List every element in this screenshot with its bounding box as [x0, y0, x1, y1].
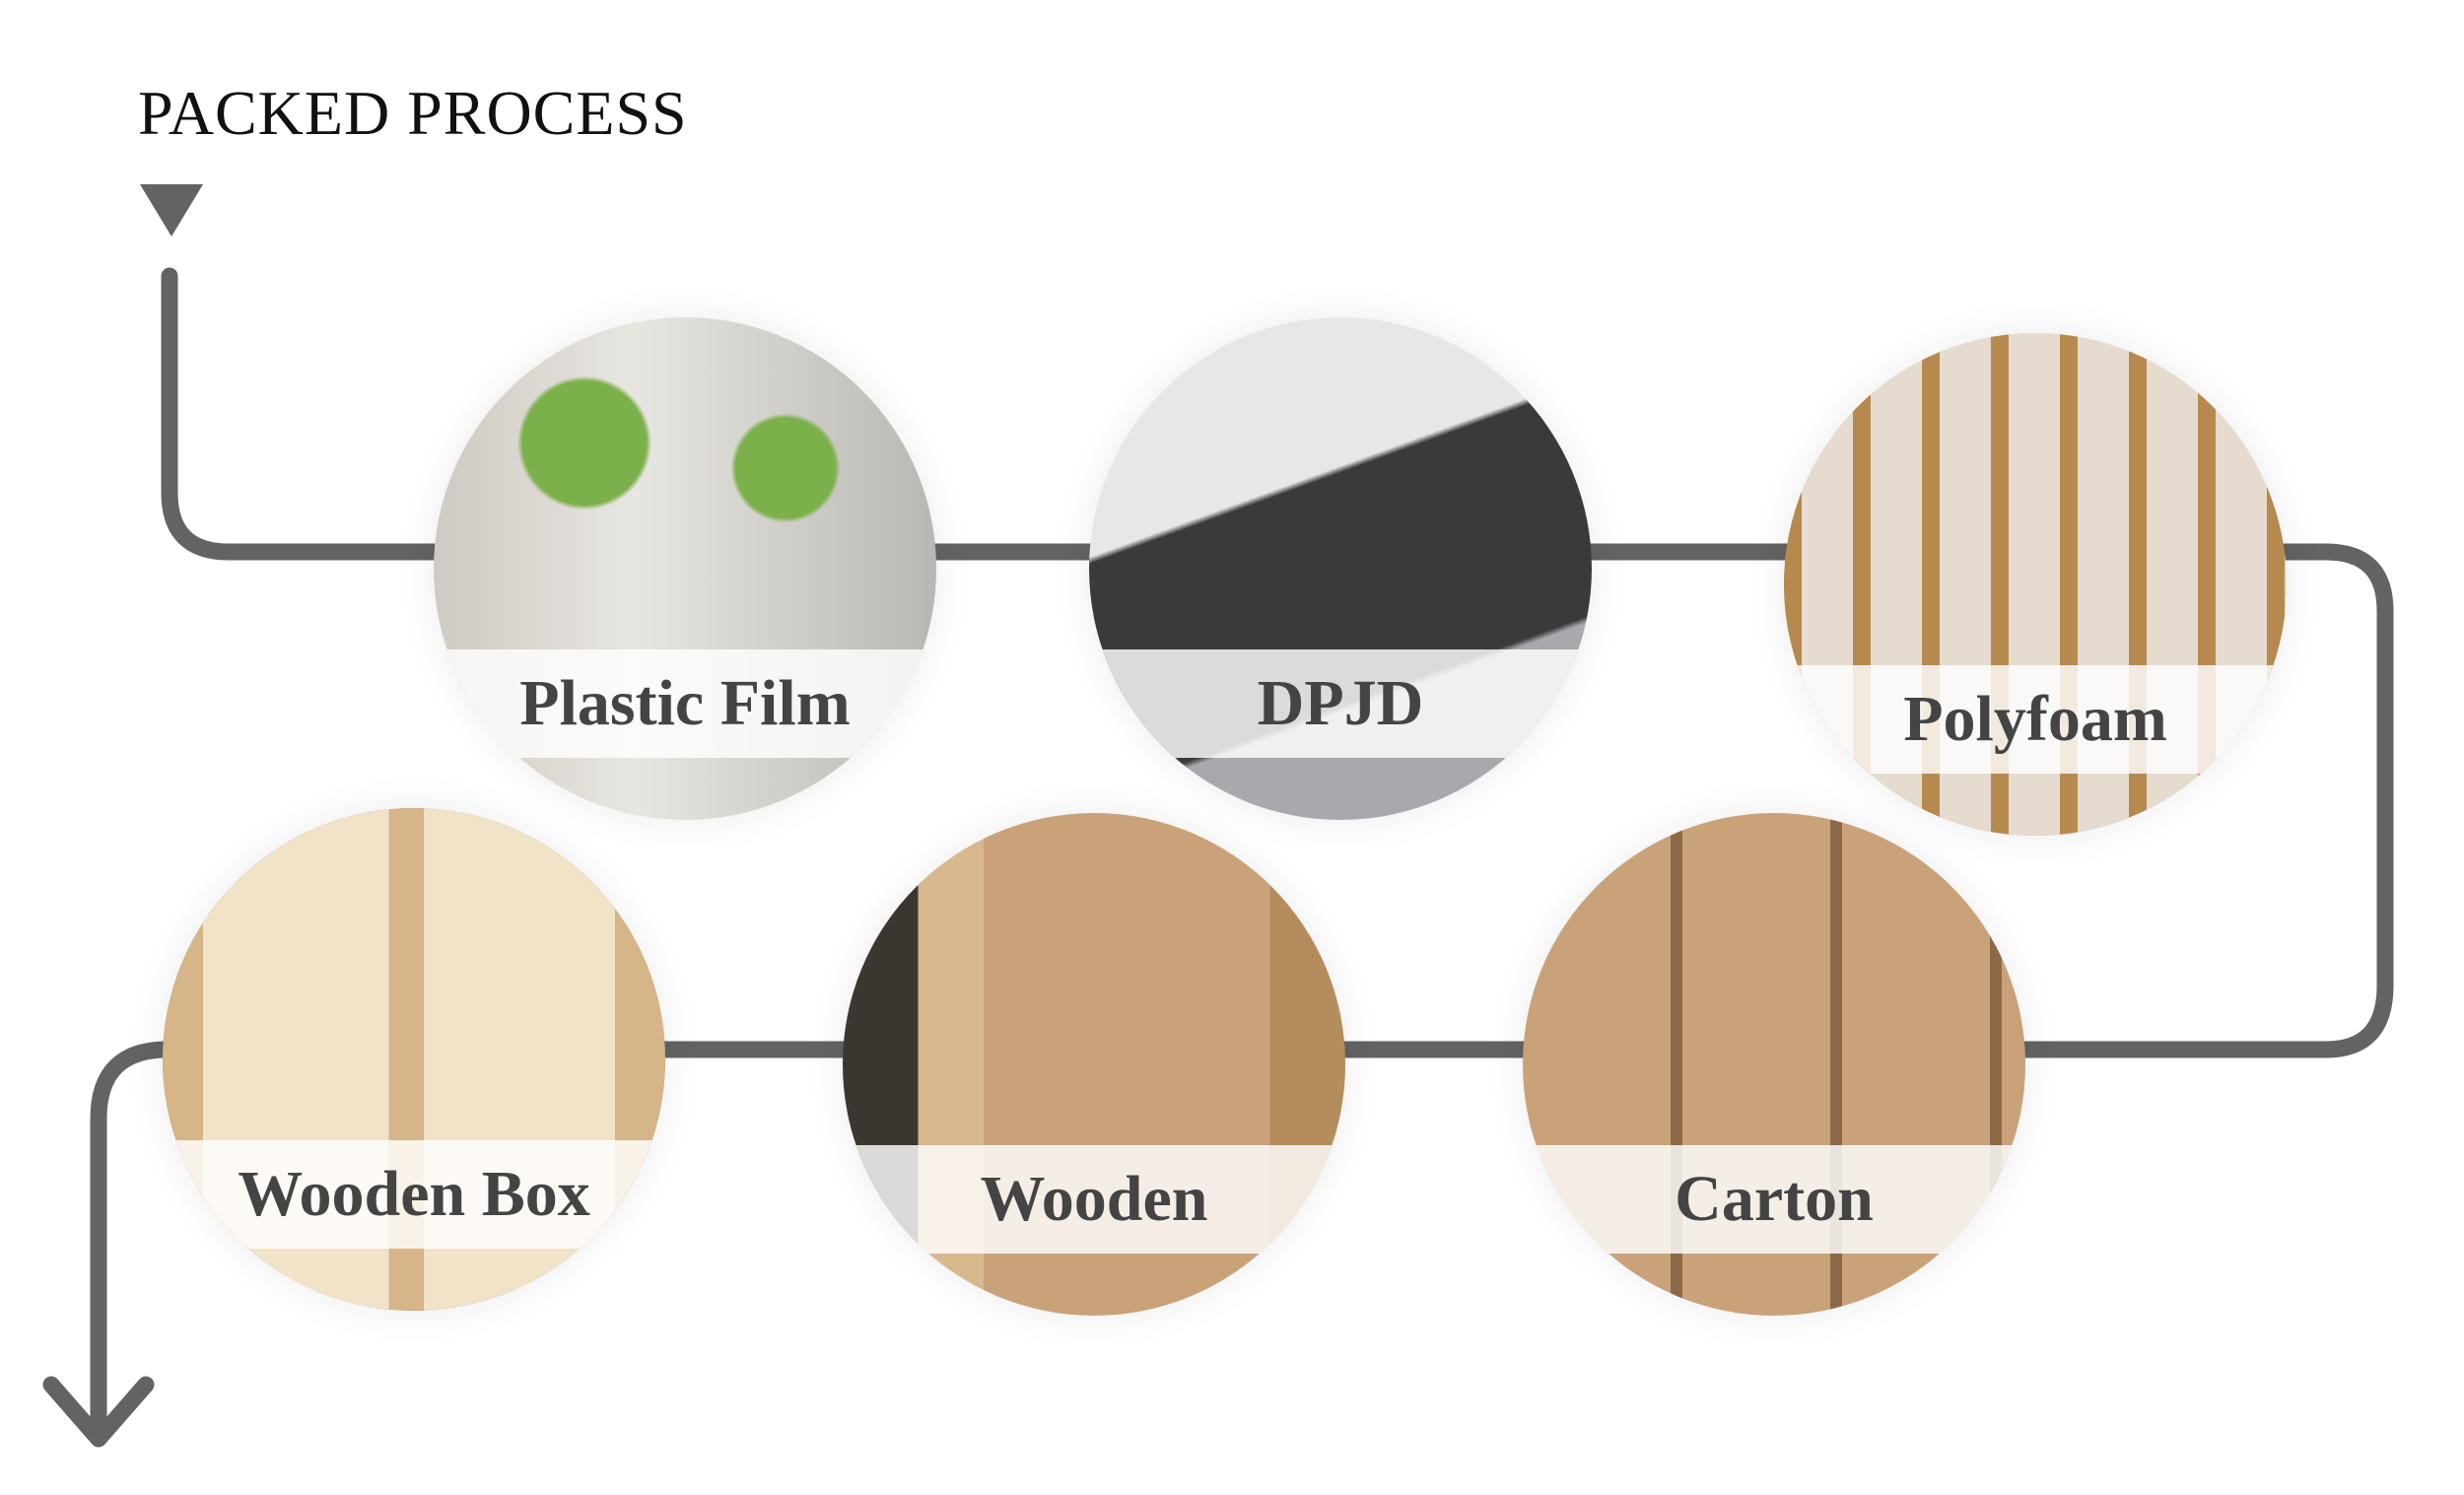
- step-carton: Carton: [1523, 813, 2025, 1316]
- step-wooden: Wooden: [843, 813, 1345, 1316]
- start-triangle-icon: [140, 184, 203, 237]
- step-label: DPJD: [1257, 666, 1424, 739]
- step-plastic-film: Plastic Film: [434, 317, 936, 820]
- step-label: Wooden: [980, 1162, 1208, 1235]
- flow-line: [90, 267, 2394, 1438]
- step-dpjd: DPJD: [1089, 317, 1592, 820]
- step-label: Polyfoam: [1903, 682, 2167, 755]
- step-wooden-box: Wooden Box: [163, 808, 665, 1311]
- step-label: Plastic Film: [519, 666, 851, 739]
- page-title: PACKED PROCESS: [138, 78, 688, 148]
- step-label: Wooden Box: [238, 1157, 590, 1230]
- end-arrow-icon: [42, 1376, 155, 1448]
- step-label: Carton: [1675, 1162, 1874, 1235]
- step-polyfoam: Polyfoam: [1784, 333, 2287, 836]
